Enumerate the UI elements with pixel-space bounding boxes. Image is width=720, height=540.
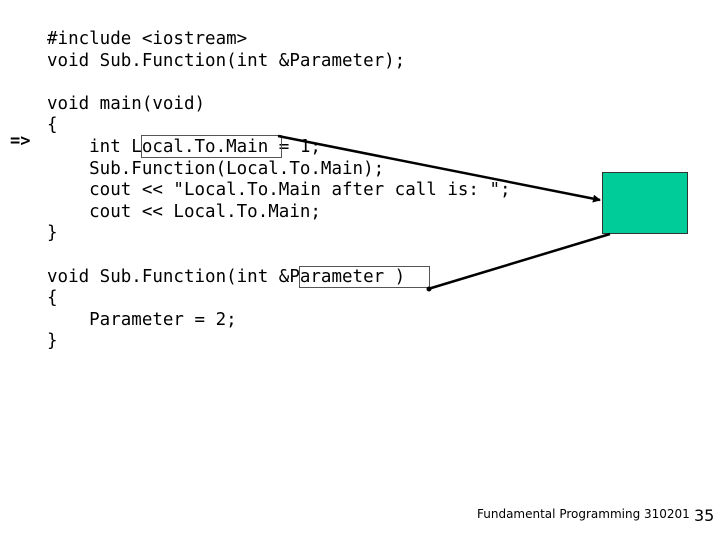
code-line: void Sub.Function(int &Parameter); [47, 50, 406, 71]
page-number: 35 [694, 506, 715, 525]
code-line: } [47, 223, 58, 244]
code-line: { [47, 288, 58, 309]
parameter-highlight-box [299, 266, 430, 288]
code-line: cout << Local.To.Main; [47, 201, 321, 222]
local-variable-highlight-box [141, 135, 282, 158]
code-line: cout << "Local.To.Main after call is: "; [47, 180, 511, 201]
code-line: #include <iostream> [47, 29, 248, 49]
code-line: Parameter = 2; [47, 309, 237, 330]
code-line: void Sub.Function(int &Parameter ) [47, 266, 406, 287]
memory-cell-box [602, 172, 688, 234]
code-line: void main(void) [47, 93, 206, 114]
current-line-marker: => [10, 131, 31, 151]
code-line: int Local.To.Main = 1; [47, 136, 321, 157]
code-line: { [47, 115, 58, 136]
footer-course: Fundamental Programming 310201 [477, 507, 690, 521]
parameter-link-dot [426, 286, 432, 292]
code-line: } [47, 331, 58, 352]
variable-to-memory-arrow [277, 134, 601, 203]
code-listing: #include <iostream> void Sub.Function(in… [47, 29, 511, 353]
parameter-to-memory-arrow [427, 232, 611, 291]
code-line: Sub.Function(Local.To.Main); [47, 158, 385, 179]
